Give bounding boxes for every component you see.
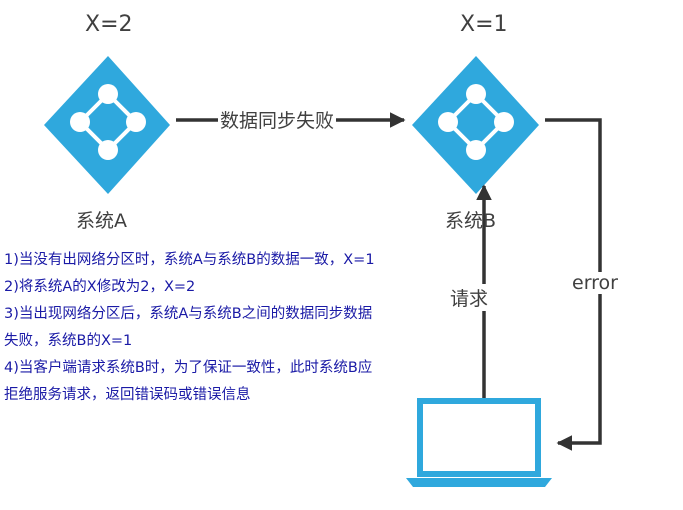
request-label: 请求 — [448, 284, 491, 311]
note-line: 4)当客户端请求系统B时，为了保证一致性，此时系统B应 — [4, 360, 373, 376]
note-line: 1)当没有出网络分区时，系统A与系统B的数据一致，X=1 — [4, 252, 375, 268]
error-label: error — [570, 272, 620, 294]
system-a-label: 系统A — [76, 210, 127, 232]
system-b-label: 系统B — [445, 210, 497, 232]
note-line: 3)当出现网络分区后，系统A与系统B之间的数据同步数据 — [4, 306, 373, 322]
explanation-notes: 1)当没有出网络分区时，系统A与系统B的数据一致，X=1 2)将系统A的X修改为… — [4, 247, 414, 409]
system-b-x-value: X=1 — [460, 12, 508, 37]
system-b-node-icon — [412, 56, 539, 194]
note-line: 失败，系统B的X=1 — [4, 333, 133, 349]
system-a-x-value: X=2 — [85, 12, 133, 37]
note-line: 2)将系统A的X修改为2，X=2 — [4, 279, 196, 295]
laptop-client-icon — [406, 398, 552, 487]
system-a-node-icon — [44, 56, 170, 194]
sync-failed-label: 数据同步失败 — [218, 106, 337, 133]
note-line: 拒绝服务请求，返回错误码或错误信息 — [4, 387, 251, 403]
